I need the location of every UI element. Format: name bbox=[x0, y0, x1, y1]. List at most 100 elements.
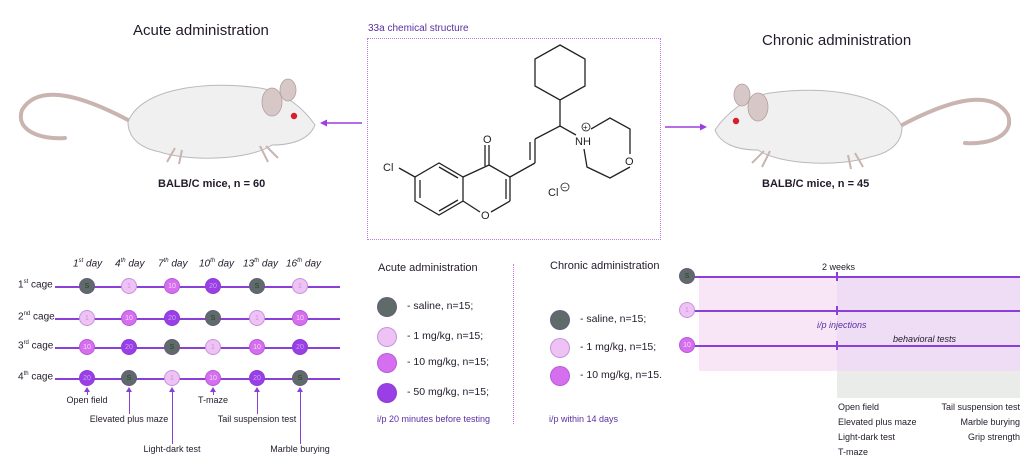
structure-title: 33a chemical structure bbox=[368, 23, 469, 34]
test-period-area bbox=[837, 278, 1020, 371]
day-label: 7th day bbox=[158, 258, 188, 270]
structure-box bbox=[367, 38, 661, 240]
legend-swatch bbox=[550, 366, 570, 386]
test-label: Marble burying bbox=[270, 444, 330, 454]
cage-timeline bbox=[55, 347, 340, 349]
day-label: 13th day bbox=[243, 258, 279, 270]
arrow-up-icon bbox=[84, 387, 90, 392]
chronic-group-line bbox=[690, 276, 1020, 278]
dose-marker: 10 bbox=[79, 339, 95, 355]
dose-marker: 20 bbox=[121, 339, 137, 355]
benzene-ring bbox=[414, 162, 464, 216]
chronic-test-label: Light-dark test bbox=[838, 432, 896, 442]
legend-swatch bbox=[377, 327, 397, 347]
legend-item-label: - saline, n=15; bbox=[580, 313, 647, 325]
dose-marker: 20 bbox=[79, 370, 95, 386]
charge-minus: − bbox=[562, 183, 567, 192]
test-label: T-maze bbox=[197, 395, 229, 405]
chronic-legend-note: i/p within 14 days bbox=[549, 414, 619, 424]
arrow-up-icon bbox=[126, 387, 132, 392]
dose-marker: S bbox=[249, 278, 265, 294]
chronic-test-label: Grip strength bbox=[967, 432, 1020, 442]
test-arrow-line bbox=[213, 390, 215, 395]
legend-swatch bbox=[377, 297, 397, 317]
chronic-test-label: Tail suspension test bbox=[941, 402, 1020, 412]
arrow-up-icon bbox=[169, 387, 175, 392]
day-label: 4th day bbox=[115, 258, 145, 270]
test-period-grey-area bbox=[837, 371, 1020, 398]
chronic-test-label: Open field bbox=[838, 402, 880, 412]
chronic-group-line bbox=[690, 310, 1020, 312]
arrow-up-icon bbox=[210, 387, 216, 392]
chronic-dose-marker: 1 bbox=[679, 302, 695, 318]
atom-o-keto: O bbox=[483, 134, 492, 146]
acute-mouse-illustration bbox=[18, 78, 316, 165]
injection-label: i/p injections bbox=[817, 320, 867, 330]
morpholine-ring bbox=[590, 117, 631, 154]
arrow-right-icon bbox=[665, 123, 707, 131]
chronic-title: Chronic administration bbox=[762, 32, 912, 49]
charge-plus: + bbox=[583, 123, 588, 132]
cage-label: 3rd cage bbox=[18, 340, 54, 352]
legend-item-label: - 1 mg/kg, n=15; bbox=[407, 330, 484, 342]
legend-item-label: - saline, n=15; bbox=[407, 300, 474, 312]
cage-timeline bbox=[55, 378, 340, 380]
arrow-left-icon bbox=[320, 119, 362, 127]
chronic-mice-label: BALB/C mice, n = 45 bbox=[762, 178, 870, 190]
eye-icon bbox=[290, 112, 298, 120]
chemical-structure-diagram: O O Cl NH + O Cl − bbox=[383, 44, 634, 222]
cyclohexane-ring bbox=[534, 44, 586, 101]
day-label: 10th day bbox=[199, 258, 235, 270]
cage-timeline bbox=[55, 318, 340, 320]
acute-legend-note: i/p 20 minutes before testing bbox=[377, 414, 491, 424]
legend-swatch bbox=[550, 310, 570, 330]
chronic-group-line bbox=[690, 345, 1020, 347]
dose-marker: 20 bbox=[292, 339, 308, 355]
dose-marker: 1 bbox=[292, 278, 308, 294]
tick-mark bbox=[836, 272, 838, 281]
chronic-dose-marker: S bbox=[679, 268, 695, 284]
mouse-icon bbox=[714, 83, 1012, 170]
dose-marker: 1 bbox=[121, 278, 137, 294]
dose-marker: 10 bbox=[205, 370, 221, 386]
dose-marker: S bbox=[121, 370, 137, 386]
chronic-test-label: Marble burying bbox=[960, 417, 1020, 427]
legend-item-label: - 50 mg/kg, n=15; bbox=[407, 386, 490, 398]
legend-item-label: - 10 mg/kg, n=15; bbox=[407, 356, 490, 368]
cage-timeline bbox=[55, 286, 340, 288]
chronic-mouse-illustration bbox=[714, 83, 1012, 170]
day-label: 1st day bbox=[73, 258, 103, 270]
dose-marker: 1 bbox=[205, 339, 221, 355]
test-label: Elevated plus maze bbox=[89, 414, 169, 424]
acute-title: Acute administration bbox=[133, 22, 269, 39]
test-arrow-line bbox=[257, 390, 259, 414]
atom-o-ring: O bbox=[481, 210, 490, 222]
legend-swatch bbox=[377, 383, 397, 403]
dose-marker: 1 bbox=[164, 370, 180, 386]
arrow-up-icon bbox=[254, 387, 260, 392]
eye-icon bbox=[732, 117, 740, 125]
chronic-test-label: T-maze bbox=[838, 447, 869, 457]
dose-marker: S bbox=[164, 339, 180, 355]
legend-swatch bbox=[377, 353, 397, 373]
acute-mice-label: BALB/C mice, n = 60 bbox=[158, 178, 266, 190]
tick-mark bbox=[836, 306, 838, 315]
test-arrow-line bbox=[129, 390, 131, 414]
atom-nh: NH bbox=[575, 136, 591, 148]
dose-marker: 10 bbox=[164, 278, 180, 294]
legend-item-label: - 10 mg/kg, n=15. bbox=[580, 369, 663, 381]
atom-o-morpholine: O bbox=[625, 156, 634, 168]
dose-marker: 10 bbox=[292, 310, 308, 326]
dose-marker: 20 bbox=[205, 278, 221, 294]
dose-marker: 1 bbox=[79, 310, 95, 326]
dose-marker: S bbox=[292, 370, 308, 386]
dose-marker: 10 bbox=[121, 310, 137, 326]
test-arrow-line bbox=[172, 390, 174, 444]
mouse-icon bbox=[18, 78, 316, 165]
dose-marker: 20 bbox=[164, 310, 180, 326]
day-label: 16th day bbox=[286, 258, 322, 270]
dose-marker: S bbox=[79, 278, 95, 294]
legend-divider bbox=[513, 264, 514, 424]
test-label: Tail suspension test bbox=[217, 414, 297, 424]
test-label: Open field bbox=[66, 395, 108, 405]
